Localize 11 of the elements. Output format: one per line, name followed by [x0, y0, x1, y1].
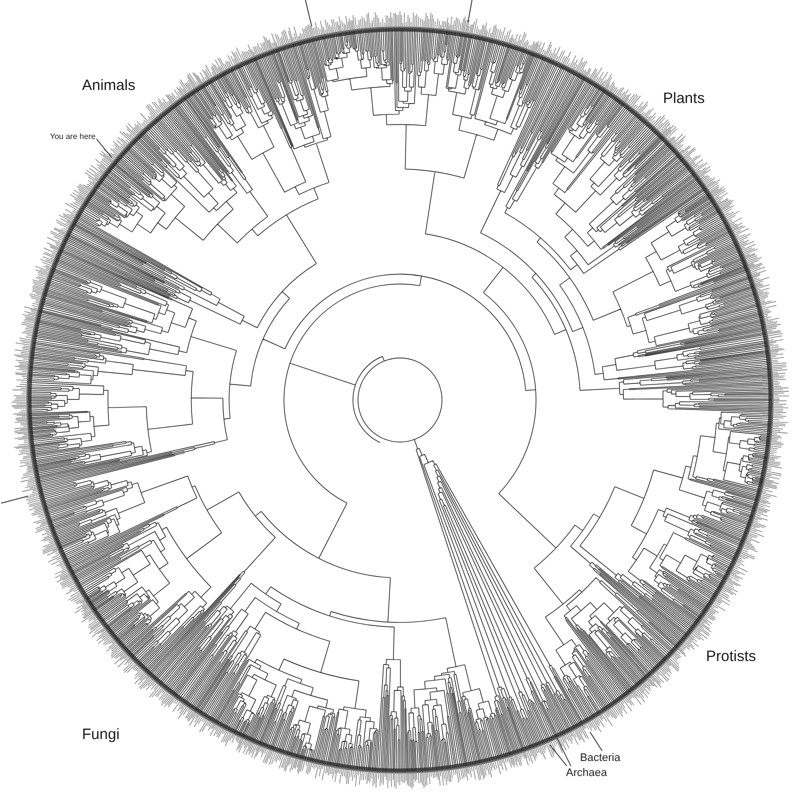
callout-label: Bacteria: [580, 752, 620, 765]
group-label: Animals: [82, 77, 136, 94]
leader-line: [96, 138, 112, 158]
leader-line: [556, 738, 572, 766]
group-label: Fungi: [82, 726, 120, 744]
group-label: Protists: [706, 648, 756, 666]
group-label: Plants: [663, 90, 705, 108]
leader-line: [590, 732, 603, 752]
callout-label: Archaea: [566, 767, 607, 780]
leader-line: [550, 744, 568, 766]
callout-label: You are here: [50, 132, 96, 142]
